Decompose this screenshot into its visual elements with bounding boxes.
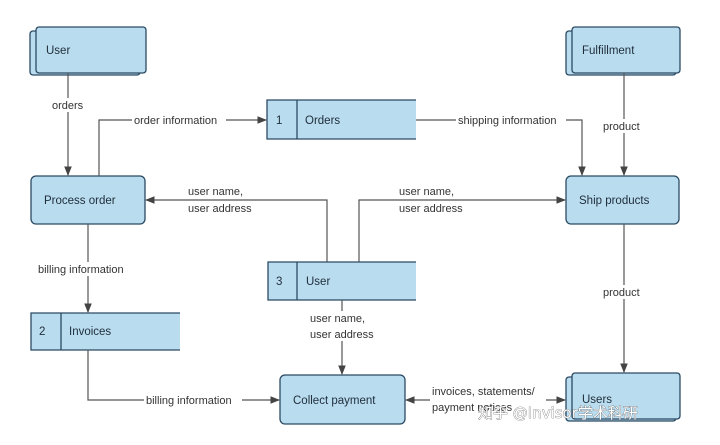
process-collect-payment: Collect payment [279,374,406,425]
external-entity-users: Users [565,372,681,422]
flow-order-information-line [98,116,267,176]
flow-user-to-ship-line [358,196,566,262]
entity-user-label: User [46,45,70,57]
flow-invoices-label-2: payment notices [432,402,513,414]
flow-orders-label: orders [52,100,84,112]
collect-payment-label: Collect payment [293,395,376,407]
flow-user-to-collect-label-2: user address [310,329,374,341]
datastore-orders: 1 Orders [266,99,416,140]
external-entity-user: User [29,26,147,76]
watermark-text: 知乎 @Invisor学术科研 [478,404,638,422]
datastore-invoices: 2 Invoices [30,312,180,351]
entity-fulfillment-label: Fulfillment [582,45,635,57]
flow-user-to-ship-label-2: user address [399,203,463,215]
store-orders-num: 1 [276,115,282,127]
flow-user-to-process-label-2: user address [188,203,252,215]
process-process-order: Process order [30,175,146,225]
store-invoices-name: Invoices [69,326,111,338]
flow-billing-information-bottom-label: billing information [146,395,232,407]
datastore-user: 3 User [267,261,416,301]
ship-products-label: Ship products [579,195,650,207]
store-orders-name: Orders [305,115,340,127]
external-entity-fulfillment: Fulfillment [565,26,681,76]
flow-shipping-information-label: shipping information [458,115,556,127]
store-user-num: 3 [276,276,282,288]
flow-user-to-process-line [145,196,328,262]
flow-user-to-ship-label-1: user name, [399,186,454,198]
flow-user-to-process-label-1: user name, [188,186,243,198]
process-ship-products: Ship products [565,175,680,225]
flow-order-information-label: order information [134,115,217,127]
flow-shipping-information-line [416,119,586,176]
entity-users-label: Users [582,394,612,406]
flow-billing-information-left-label: billing information [38,264,124,276]
flow-user-to-collect-label-1: user name, [310,313,365,325]
process-order-label: Process order [44,195,116,207]
store-user-name: User [306,276,330,288]
store-invoices-num: 2 [39,326,45,338]
flow-product-bottom-label: product [603,287,640,299]
flow-invoices-label-1: invoices, statements/ [432,386,536,398]
flow-billing-information-bottom-line [87,350,280,404]
flow-product-top-label: product [603,121,640,133]
